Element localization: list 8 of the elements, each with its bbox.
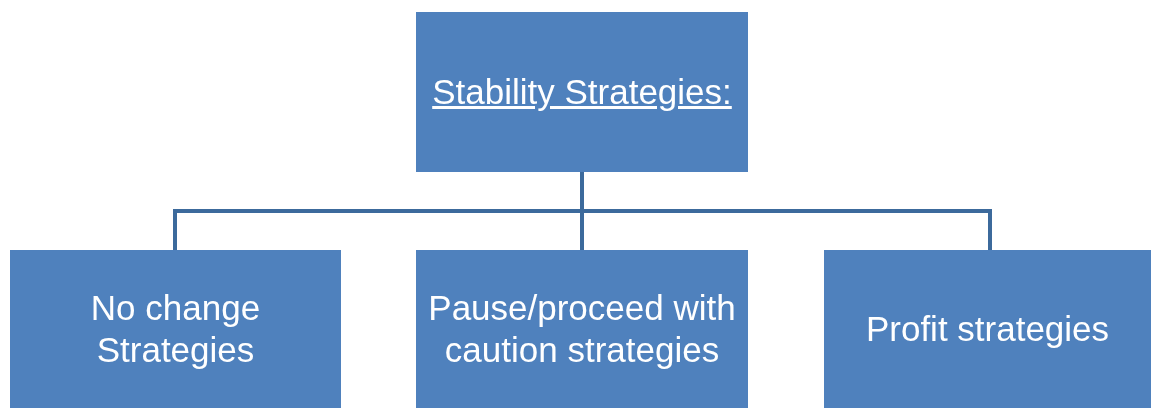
strategy-box (416, 250, 748, 408)
strategy-label: Profit strategies (865, 308, 1110, 350)
strategy-label: No change Strategies (89, 287, 262, 371)
strategy-box (824, 250, 1151, 408)
strategy-box (10, 250, 341, 408)
strategy-label: Pause/proceed with caution strategies (427, 287, 737, 371)
strategy-box (416, 12, 748, 172)
heading-text: Stability Strategies: (432, 71, 732, 113)
